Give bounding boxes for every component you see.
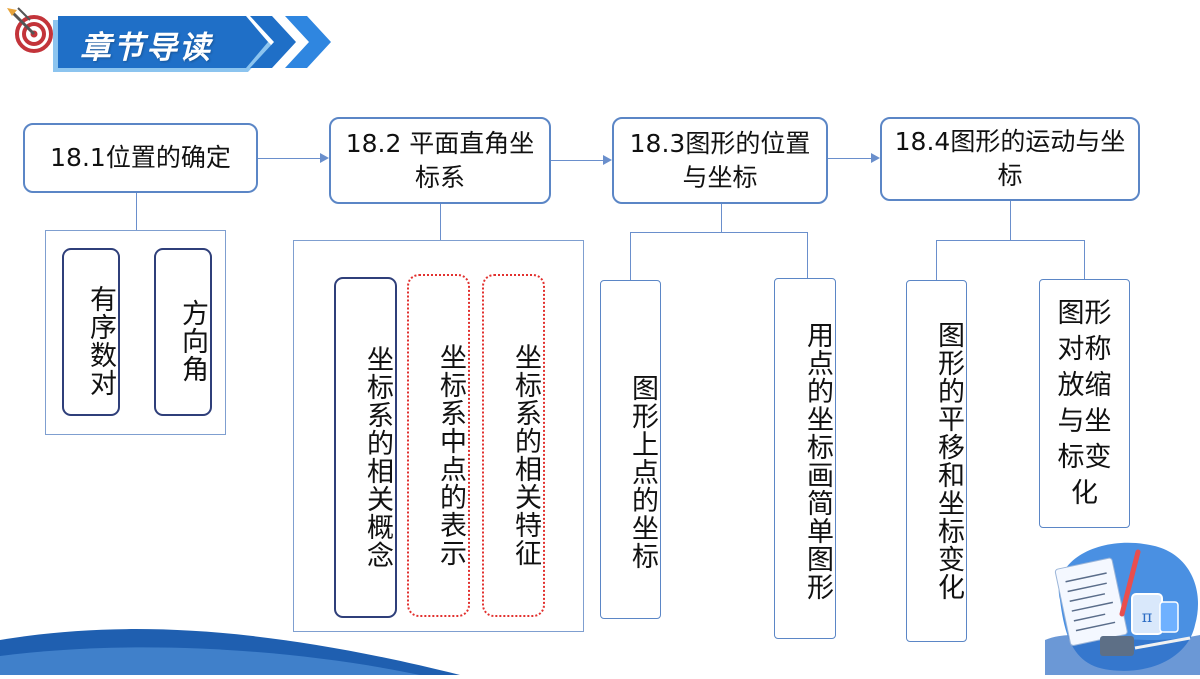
connector-18-3 — [721, 204, 722, 233]
flow-arrow-2-3 — [551, 160, 604, 161]
flow-arrowhead-2-3 — [603, 155, 612, 165]
branch-18-4-left — [936, 240, 937, 280]
section-18-2-box: 18.2 平面直角坐标系 — [329, 117, 551, 204]
svg-text:π: π — [1142, 607, 1153, 626]
connector-18-4 — [1010, 201, 1011, 241]
math-notebook-illustration-icon: π — [1040, 530, 1200, 675]
page-title: 章节导读 — [80, 30, 212, 66]
child-coordinate-features: 坐标系的相关特征 — [482, 274, 545, 617]
group-frame-18-1 — [45, 230, 226, 435]
child-coordinate-concepts: 坐标系的相关概念 — [334, 277, 397, 618]
branch-18-4 — [936, 240, 1085, 241]
branch-18-4-right — [1084, 240, 1085, 279]
flow-arrow-3-4 — [828, 158, 872, 159]
child-draw-simple-figures: 用点的坐标画简单图形 — [774, 278, 836, 639]
group-frame-18-2 — [293, 240, 584, 632]
branch-18-3-left — [630, 232, 631, 280]
section-18-4-box: 18.4图形的运动与坐标 — [880, 117, 1140, 201]
connector-18-1 — [136, 193, 137, 230]
header-banner — [0, 0, 360, 90]
child-point-representation: 坐标系中点的表示 — [407, 274, 470, 617]
child-translation-coordinates: 图形的平移和坐标变化 — [906, 280, 967, 642]
flow-arrowhead-3-4 — [871, 153, 880, 163]
child-ordered-pair: 有序数对 — [62, 248, 120, 416]
flow-arrow-1-2 — [258, 158, 320, 159]
branch-18-3 — [630, 232, 808, 233]
section-18-1-box: 18.1位置的确定 — [23, 123, 258, 193]
section-18-3-box: 18.3图形的位置与坐标 — [612, 117, 828, 204]
child-direction-angle: 方向角 — [154, 248, 212, 416]
flow-arrowhead-1-2 — [320, 153, 329, 163]
connector-18-2 — [440, 204, 441, 240]
child-symmetry-scaling-coordinates: 图形对称放缩与坐标变化 — [1039, 279, 1130, 528]
dart-target-icon — [4, 4, 54, 54]
branch-18-3-right — [807, 232, 808, 278]
bottom-wave — [0, 620, 460, 675]
child-figure-point-coordinates: 图形上点的坐标 — [600, 280, 661, 619]
